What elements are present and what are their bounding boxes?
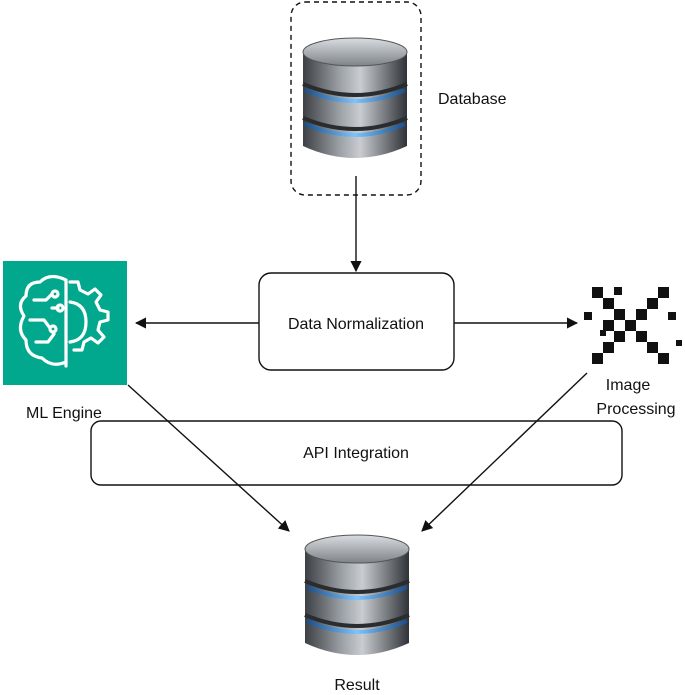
- result-database-icon: [303, 533, 411, 657]
- arrow-ml-to-result: [127, 384, 290, 532]
- database-node[interactable]: Database: [290, 1, 507, 196]
- normalization-node[interactable]: Data Normalization: [258, 272, 455, 371]
- result-label: Result: [334, 677, 380, 694]
- normalization-label: Data Normalization: [288, 316, 424, 333]
- arrow-image-to-result: [421, 372, 588, 532]
- database-label: Database: [438, 91, 507, 108]
- image-processing-node[interactable]: Image Processing: [584, 287, 682, 418]
- normalization-box: [258, 272, 455, 371]
- ml-engine-label: ML Engine: [26, 405, 102, 422]
- api-integration-label: API Integration: [303, 445, 409, 462]
- ml-brain-gear-glyph: [18, 274, 110, 368]
- api-integration-node[interactable]: API Integration: [90, 420, 623, 486]
- result-node[interactable]: Result: [303, 533, 411, 694]
- database-icon: [301, 36, 409, 160]
- pixel-x-icon: [584, 287, 682, 364]
- image-processing-label-1: Image: [606, 377, 651, 394]
- api-integration-box: [90, 420, 623, 486]
- ml-engine-node[interactable]: ML Engine: [3, 261, 127, 422]
- image-processing-label-2: Processing: [596, 401, 675, 418]
